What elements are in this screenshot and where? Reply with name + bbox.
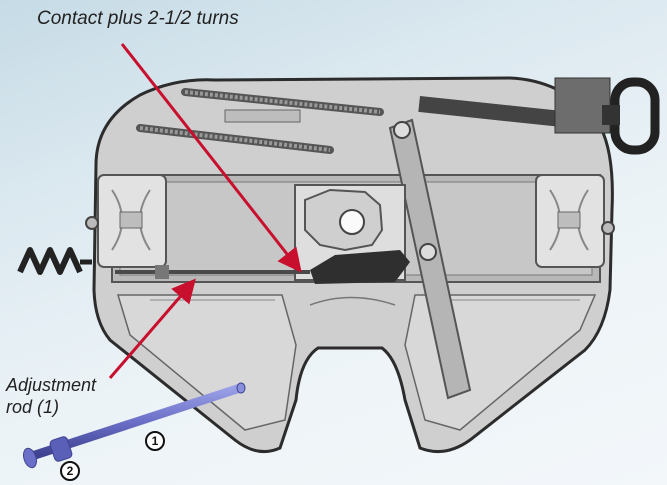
handle-bracket	[554, 77, 611, 134]
callout-adjustment-rod-line1: Adjustment	[6, 375, 97, 395]
left-pivot-bracket	[97, 174, 167, 268]
left-ramp	[116, 294, 297, 431]
callout-adjustment-rod-line2: rod (1)	[6, 397, 60, 417]
right-pivot-bracket	[535, 174, 605, 268]
release-ring	[610, 77, 660, 155]
top-bar	[224, 109, 301, 123]
marker-2: 2	[60, 461, 80, 481]
arrow-contact	[120, 43, 302, 273]
lock-wedge	[310, 250, 410, 284]
spring-lower	[136, 124, 334, 154]
arrow-adjustment-rod	[108, 278, 196, 379]
spring-upper	[181, 88, 384, 116]
callout-adjustment-rod: Adjustment rod (1)	[6, 374, 96, 418]
marker-1: 1	[145, 431, 165, 451]
callout-contact-turns: Contact plus 2-1/2 turns	[37, 8, 239, 29]
adjustment-rod-tool	[23, 382, 246, 469]
release-handle-bar	[418, 96, 575, 129]
spring-icon	[17, 247, 83, 275]
